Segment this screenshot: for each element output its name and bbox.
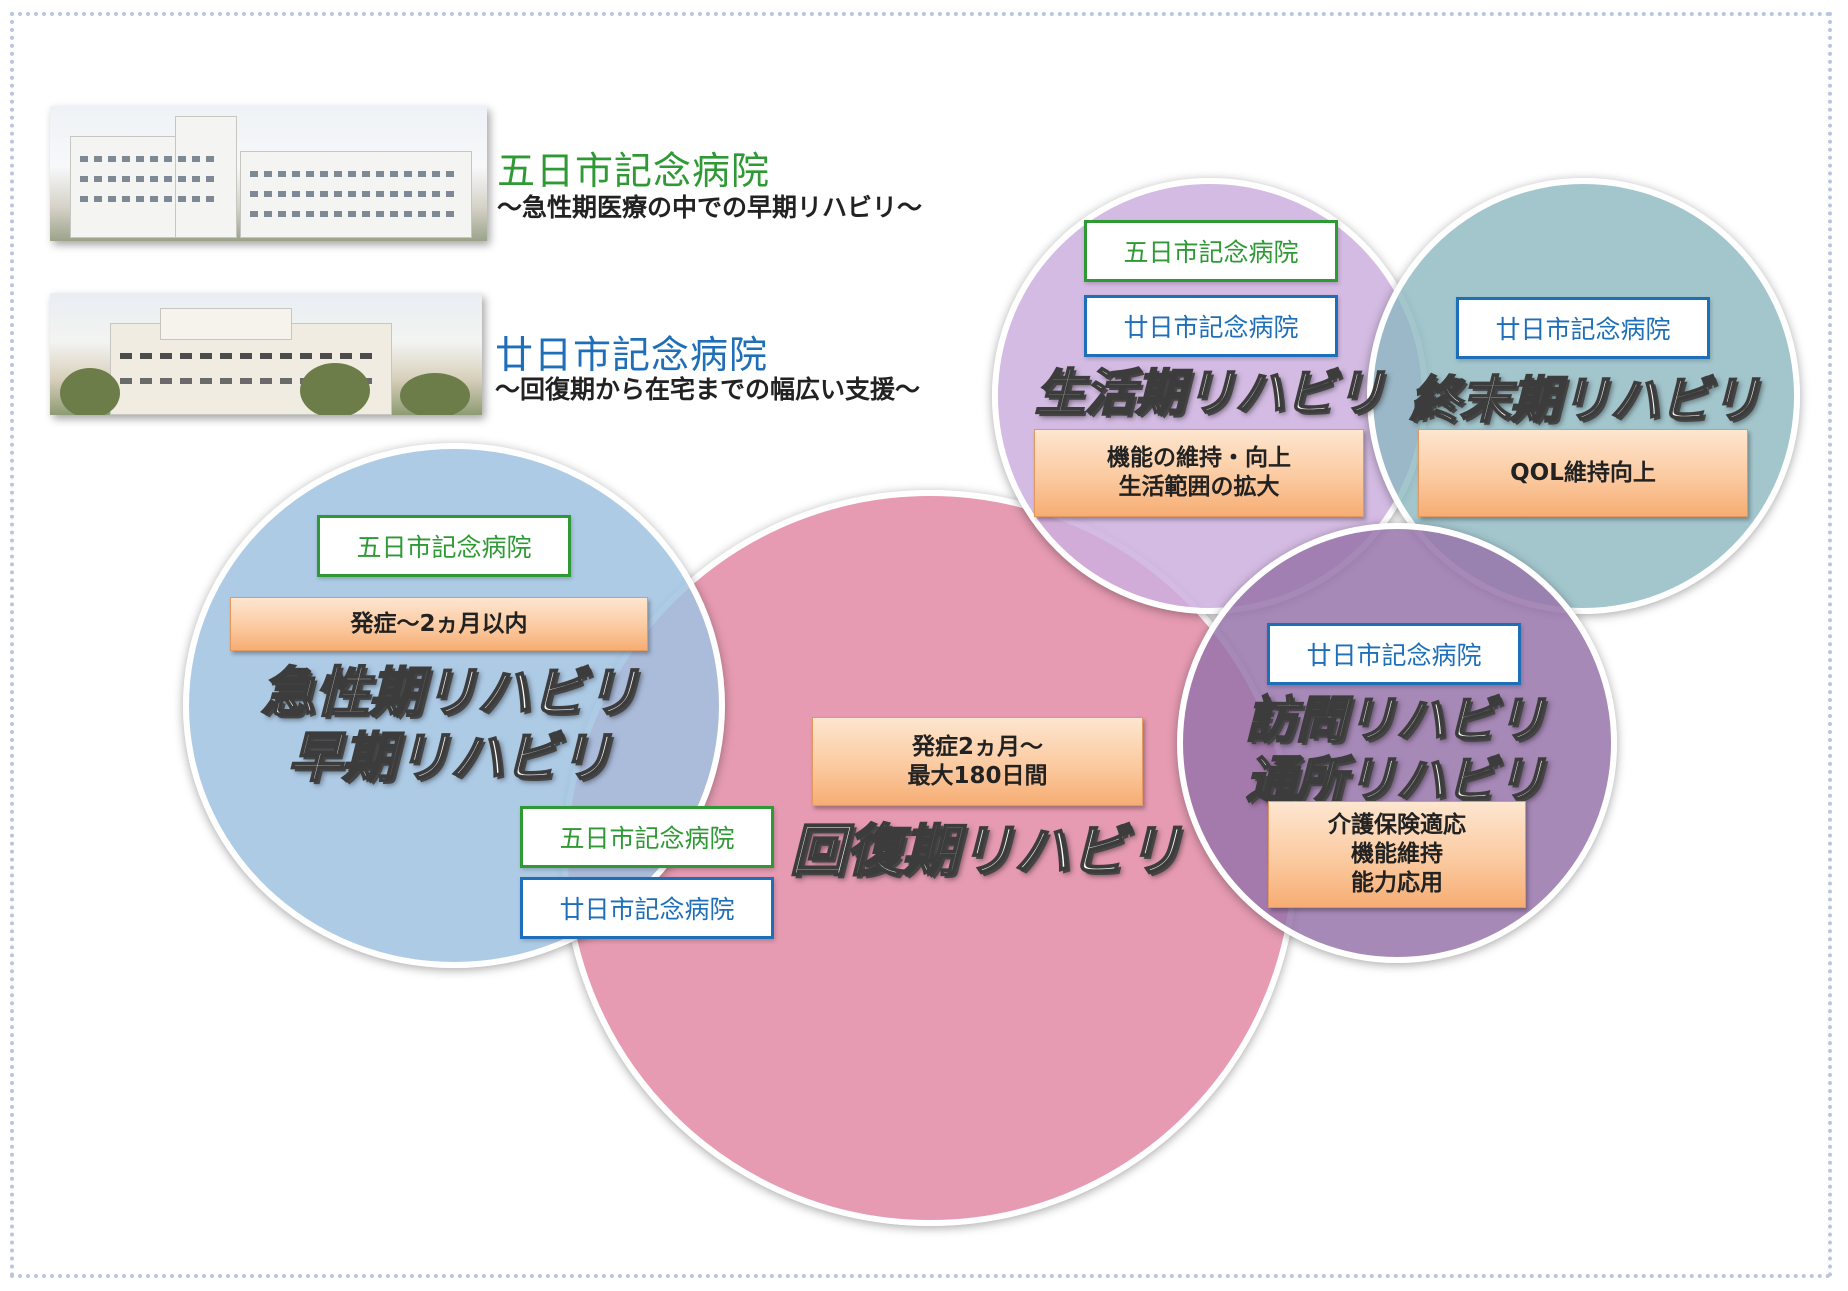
- acute-phase-title: 急性期リハビリ 早期リハビリ: [240, 659, 660, 790]
- terminal-phase-title: 終末期リハビリ: [1409, 369, 1761, 430]
- recovery-hospital-label-itsukaichi: 五日市記念病院: [520, 806, 774, 868]
- terminal-goal-box: QOL維持向上: [1418, 429, 1748, 517]
- recovery-hospital-label-hatsukaichi: 廿日市記念病院: [520, 877, 774, 939]
- recovery-period-box: 発症2ヵ月～ 最大180日間: [812, 717, 1143, 806]
- visiting-phase-title: 訪問リハビリ 通所リハビリ: [1196, 689, 1596, 810]
- hospital-name-itsukaichi: 五日市記念病院: [497, 149, 771, 193]
- recovery-phase-title: 回復期リハビリ: [789, 817, 1183, 885]
- acute-period-text: 発症～2ヵ月以内: [350, 610, 528, 637]
- hospital-subtitle-itsukaichi: ～急性期医療の中での早期リハビリ～: [497, 193, 923, 222]
- visiting-note-line2: 機能維持: [1351, 841, 1443, 868]
- recovery-period-line1: 発症2ヵ月～: [911, 733, 1043, 760]
- acute-title-line1: 急性期リハビリ: [260, 659, 640, 725]
- maintenance-goal-line1: 機能の維持・向上: [1107, 445, 1291, 472]
- hospital-name-hatsukaichi: 廿日市記念病院: [495, 333, 769, 377]
- maintenance-hospital-label-hatsukaichi: 廿日市記念病院: [1084, 295, 1338, 357]
- maintenance-goal-line2: 生活範囲の拡大: [1118, 474, 1280, 500]
- terminal-goal-text: QOL維持向上: [1510, 459, 1656, 486]
- terminal-hospital-label: 廿日市記念病院: [1456, 297, 1710, 359]
- itsukaichi-hospital-photo: [50, 106, 487, 241]
- acute-hospital-label: 五日市記念病院: [317, 515, 571, 577]
- visiting-title-line1: 訪問リハビリ: [1245, 689, 1547, 750]
- dotted-frame: [10, 12, 1832, 1278]
- hospital-subtitle-hatsukaichi: ～回復期から在宅までの幅広い支援～: [495, 375, 921, 404]
- acute-period-box: 発症～2ヵ月以内: [230, 597, 648, 651]
- visiting-title-line2: 通所リハビリ: [1245, 749, 1547, 810]
- recovery-period-line2: 最大180日間: [907, 762, 1048, 789]
- hatsukaichi-hospital-photo: [50, 293, 482, 415]
- acute-title-line2: 早期リハビリ: [287, 724, 613, 790]
- visiting-note-box: 介護保険適応 機能維持 能力応用: [1268, 801, 1526, 908]
- visiting-note-line1: 介護保険適応: [1328, 812, 1466, 839]
- maintenance-hospital-label-itsukaichi: 五日市記念病院: [1084, 220, 1338, 282]
- maintenance-goal-box: 機能の維持・向上 生活範囲の拡大: [1034, 429, 1364, 517]
- maintenance-phase-title: 生活期リハビリ: [1034, 362, 1386, 423]
- visiting-hospital-label: 廿日市記念病院: [1267, 623, 1521, 685]
- visiting-note-line3: 能力応用: [1351, 869, 1443, 896]
